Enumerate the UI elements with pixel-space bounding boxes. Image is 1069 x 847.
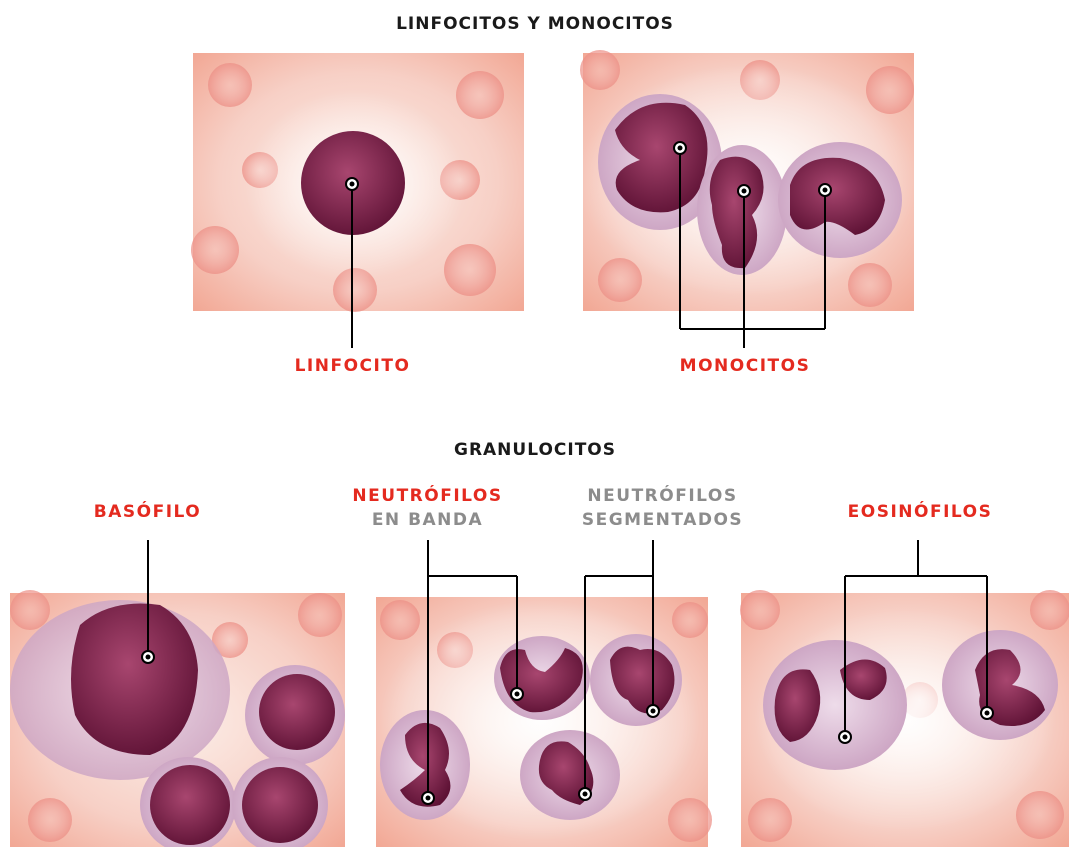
label-basofilo: BASÓFILO: [80, 500, 215, 524]
label-neutrofilos-banda-line1: NEUTRÓFILOS: [335, 484, 520, 508]
label-monocitos: MONOCITOS: [660, 354, 830, 378]
label-linfocito: LINFOCITO: [270, 354, 435, 378]
label-neutrofilos-seg-line1: NEUTRÓFILOS: [565, 484, 760, 508]
label-neutrofilos-segmentados: NEUTRÓFILOS SEGMENTADOS: [565, 484, 760, 532]
label-neutrofilos-seg-line2: SEGMENTADOS: [565, 508, 760, 532]
panel-neutrofilos: [376, 597, 712, 847]
label-neutrofilos-en-banda: NEUTRÓFILOS EN BANDA: [335, 484, 520, 532]
panel-monocitos: [578, 50, 918, 311]
label-eosinofilos: EOSINÓFILOS: [835, 500, 1005, 524]
label-neutrofilos-banda-line2: EN BANDA: [335, 508, 520, 532]
panel-eosinofilos: [740, 590, 1069, 847]
panel-basofilo: [10, 590, 345, 847]
basophil-nucleus: [71, 604, 198, 755]
